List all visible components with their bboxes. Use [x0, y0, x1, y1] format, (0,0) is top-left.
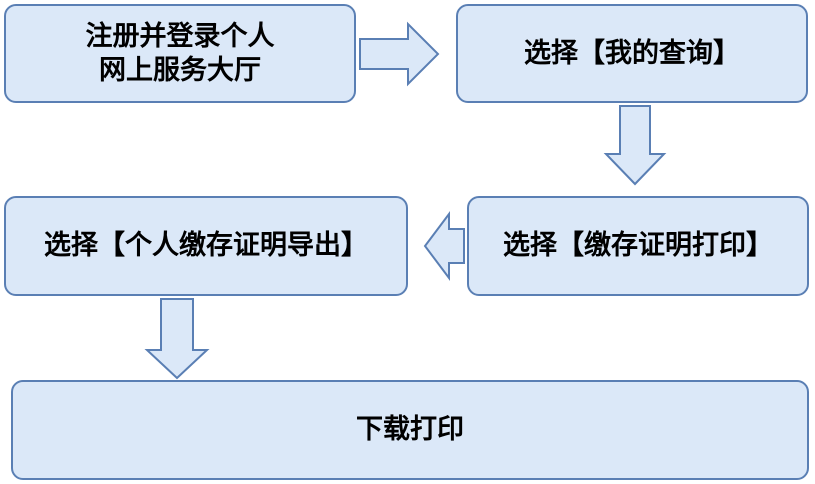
step-download-print-box: 下载打印	[11, 380, 809, 480]
step-download-print-label: 下载打印	[356, 414, 464, 446]
step-certificate-print-box: 选择【缴存证明打印】	[467, 196, 809, 296]
step-certificate-export-box: 选择【个人缴存证明导出】	[4, 196, 408, 296]
step-register-login-box: 注册并登录个人 网上服务大厅	[4, 4, 356, 103]
right-arrow-icon	[359, 21, 440, 87]
step-my-query-label: 选择【我的查询】	[524, 37, 740, 69]
step-certificate-export-label: 选择【个人缴存证明导出】	[44, 230, 368, 262]
step-register-login-line-2: 网上服务大厅	[99, 54, 261, 86]
down-arrow-icon	[144, 298, 210, 380]
left-arrow-icon	[423, 211, 465, 281]
step-certificate-print-label: 选择【缴存证明打印】	[503, 230, 773, 262]
step-my-query-box: 选择【我的查询】	[456, 4, 808, 103]
down-arrow-icon	[603, 105, 667, 186]
step-register-login-line-1: 注册并登录个人	[85, 20, 275, 52]
